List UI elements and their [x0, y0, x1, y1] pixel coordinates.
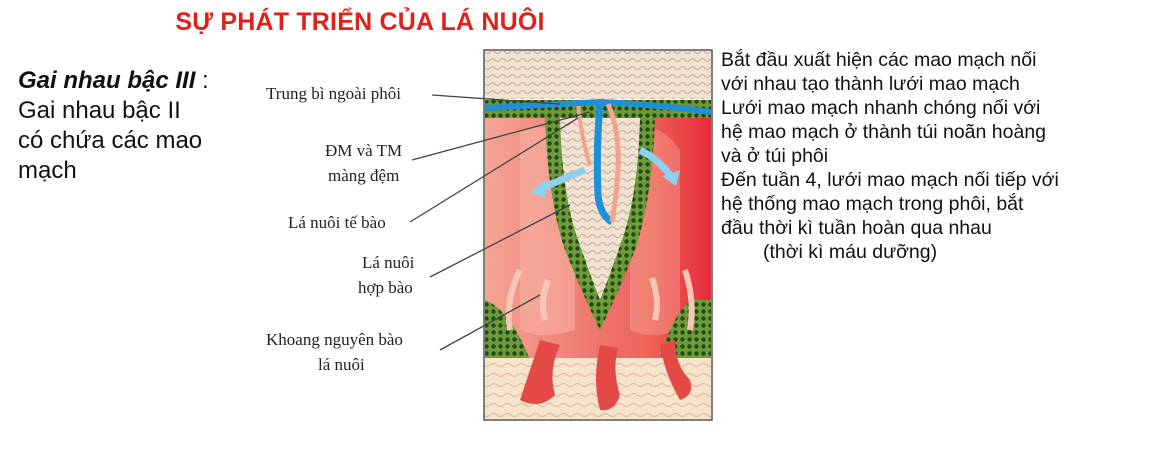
label-dm-tm-line1: ĐM và TM	[325, 141, 403, 160]
right-line: và ở túi phôi	[721, 145, 829, 167]
villus-vessel-blue	[593, 103, 614, 226]
right-line: đầu thời kì tuần hoàn qua nhau	[721, 217, 992, 239]
right-line: Lưới mao mạch nhanh chóng nối với	[721, 97, 1041, 119]
flow-arrow-left-head	[530, 180, 546, 198]
right-line: hệ mao mạch ở thành túi noãn hoàng	[721, 121, 1047, 143]
flow-arrow-right-head	[662, 170, 680, 186]
villus-vessel-pink	[576, 105, 592, 166]
left-heading: Gai nhau bậc III	[18, 67, 196, 94]
left-line: Gai nhau bậc II	[18, 97, 181, 124]
label-trung-bi: Trung bì ngoài phôi	[266, 84, 401, 103]
maternal-vessel	[660, 340, 692, 400]
left-heading-line: Gai nhau bậc III :	[18, 66, 263, 96]
leader-dm-tm	[411, 111, 591, 161]
left-line: có chứa các mao	[18, 127, 203, 154]
maternal-vessel	[596, 345, 620, 411]
leader-khoang	[439, 294, 541, 351]
right-line: Bắt đầu xuất hiện các mao mạch nối	[721, 49, 1037, 71]
label-la-nuoi-te-bao: Lá nuôi tế bào	[288, 213, 386, 232]
left-heading-colon: :	[195, 67, 209, 94]
right-line: với nhau tạo thành lưới mao mạch	[721, 73, 1020, 95]
label-la-nuoi-hop-bao-line1: Lá nuôi	[362, 253, 415, 272]
leader-trung-bi	[431, 94, 561, 105]
blood-flow-arrow	[649, 276, 660, 321]
label-dm-tm-line2: màng đệm	[328, 166, 400, 185]
chorionic-vessel-blue	[484, 98, 712, 115]
page-title: SỰ PHÁT TRIỂN CỦA LÁ NUÔI	[175, 8, 545, 36]
blood-flow-arrow	[505, 268, 523, 331]
label-la-nuoi-hop-bao-line2: hợp bào	[358, 278, 413, 297]
maternal-vessel	[520, 340, 560, 404]
right-note: (thời kì máu dưỡng)	[763, 241, 938, 263]
blood-flow-arrow	[682, 269, 695, 331]
right-text-block: Bắt đầu xuất hiện các mao mạch nối với n…	[721, 48, 1151, 264]
left-text-block: Gai nhau bậc III : Gai nhau bậc II có ch…	[18, 66, 263, 186]
label-khoang-line1: Khoang nguyên bào	[266, 330, 403, 349]
leader-la-nuoi-te-bao	[409, 117, 579, 223]
blood-flow-arrow	[540, 278, 551, 321]
left-line: mạch	[18, 157, 77, 184]
right-line: hệ thống mao mạch trong phôi, bắt	[721, 193, 1024, 215]
villus-vessel-pink	[605, 102, 621, 223]
extraembryonic-mesoderm-band	[485, 51, 711, 99]
label-khoang-line2: lá nuôi	[318, 355, 365, 374]
right-line: Đến tuần 4, lưới mao mạch nối tiếp với	[721, 169, 1059, 191]
leader-la-nuoi-hop-bao	[429, 204, 571, 278]
